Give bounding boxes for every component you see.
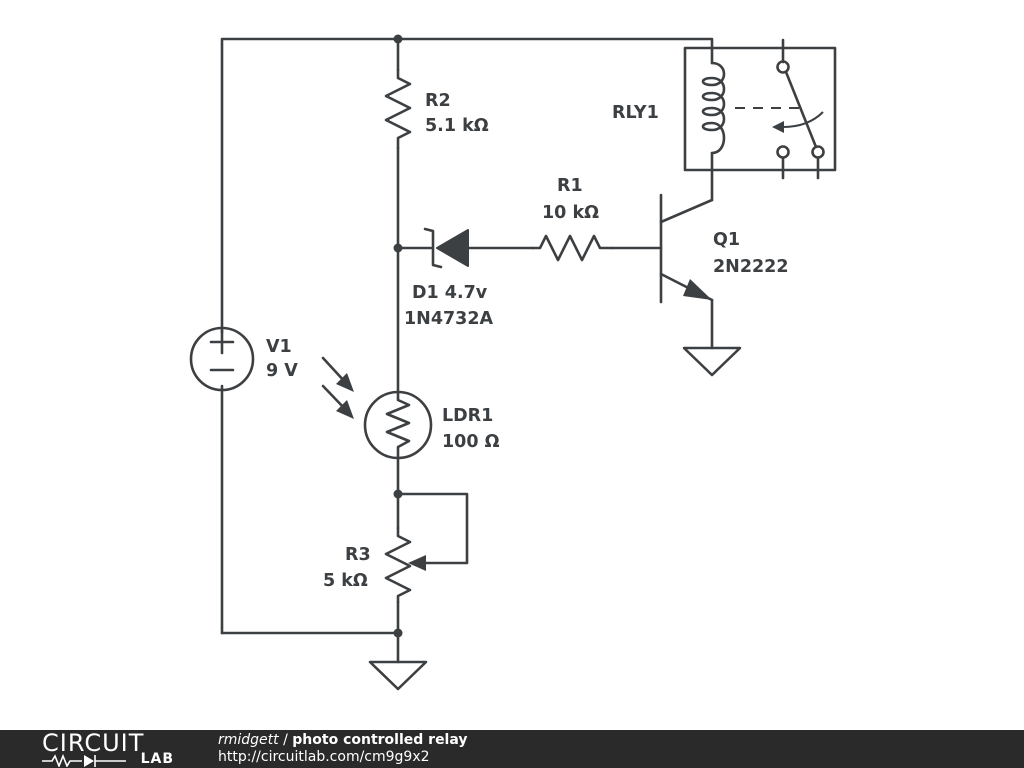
d1-cathode-bar-icon xyxy=(423,227,443,269)
r2-value-label: 5.1 kΩ xyxy=(425,116,489,136)
rly1-motion-arrow-icon xyxy=(772,121,784,133)
rly1-nc-contact-icon xyxy=(776,145,790,159)
r2-resistor: R2 5.1 kΩ xyxy=(384,68,489,150)
r1-name-label: R1 xyxy=(557,176,583,196)
r2-name-label: R2 xyxy=(425,91,451,111)
r3-wiper-arrow-icon xyxy=(408,555,426,571)
footer-bar: CIRCUIT LAB rmidgett / photo controlled … xyxy=(0,730,1024,768)
junction-dot-mid xyxy=(393,243,403,253)
r1-zigzag-icon xyxy=(531,234,614,262)
r3-value-label: 5 kΩ xyxy=(323,571,368,591)
v1-voltage-source: V1 9 V xyxy=(189,326,298,392)
ground-main-icon xyxy=(368,660,428,691)
logo-wordmark-bottom: LAB xyxy=(140,751,174,767)
q1-npn-transistor: Q1 2N2222 xyxy=(659,193,789,304)
logo-circuit-symbol-icon xyxy=(42,753,126,767)
v1-name-label: V1 xyxy=(266,337,292,357)
junction-dot-bottom xyxy=(393,628,403,638)
v1-circle-icon xyxy=(189,326,255,392)
r1-value-label: 10 kΩ xyxy=(542,203,599,223)
q1-name-label: Q1 xyxy=(713,230,740,250)
r3-name-label: R3 xyxy=(345,545,371,565)
rly1-relay: RLY1 xyxy=(612,38,837,180)
ldr1-value-label: 100 Ω xyxy=(442,432,500,452)
rly1-no-contact-icon xyxy=(811,145,825,159)
r1-resistor: R1 10 kΩ xyxy=(531,176,614,262)
d1-zener-diode: D1 4.7v 1N4732A xyxy=(404,227,494,329)
rly1-switch-arm-icon xyxy=(784,70,818,149)
q1-emitter-arrow-icon xyxy=(683,279,712,300)
v1-value-label: 9 V xyxy=(266,361,298,381)
circuitlab-logo[interactable]: CIRCUIT LAB xyxy=(42,729,174,767)
ldr1-light-arrowhead-1-icon xyxy=(336,373,354,392)
ldr1-light-arrowhead-2-icon xyxy=(336,400,354,419)
author-link[interactable]: rmidgett xyxy=(218,732,279,748)
circuit-title: photo controlled relay xyxy=(292,732,468,748)
junction-dot-r3 xyxy=(393,489,403,499)
rly1-coil-icon xyxy=(701,61,726,155)
q1-collector-leg-icon xyxy=(659,198,714,224)
logo-wordmark-top: CIRCUIT xyxy=(42,729,145,757)
d1-name-label: D1 4.7v xyxy=(412,283,488,303)
d1-triangle-icon xyxy=(436,229,469,267)
schematic-diagram: V1 9 V R2 5.1 kΩ D1 4.7v 1N4732A R1 10 k… xyxy=(189,34,837,691)
wire-r3-wiper-loop xyxy=(396,492,469,565)
q1-part-label: 2N2222 xyxy=(713,257,789,277)
d1-part-label: 1N4732A xyxy=(404,309,494,329)
junction-dot-top xyxy=(393,34,403,44)
ldr1-name-label: LDR1 xyxy=(442,406,493,426)
ldr1-zigzag-icon xyxy=(385,390,411,460)
r3-potentiometer: R3 5 kΩ xyxy=(323,526,426,604)
title-separator: / xyxy=(283,732,288,748)
r3-zigzag-icon xyxy=(384,526,412,604)
ground-q1-icon xyxy=(682,346,742,377)
wire-top-rail xyxy=(220,37,714,334)
r2-zigzag-icon xyxy=(384,68,412,150)
circuit-url-link[interactable]: http://circuitlab.com/cm9g9x2 xyxy=(218,749,430,765)
circuit-info: rmidgett / photo controlled relay http:/… xyxy=(218,732,468,766)
wires xyxy=(220,37,714,664)
rly1-box xyxy=(683,46,837,172)
rly1-motion-arc-icon xyxy=(782,111,824,128)
rly1-name-label: RLY1 xyxy=(612,103,659,123)
ldr1-photoresistor: LDR1 100 Ω xyxy=(321,356,500,460)
rly1-common-contact-icon xyxy=(776,60,790,74)
